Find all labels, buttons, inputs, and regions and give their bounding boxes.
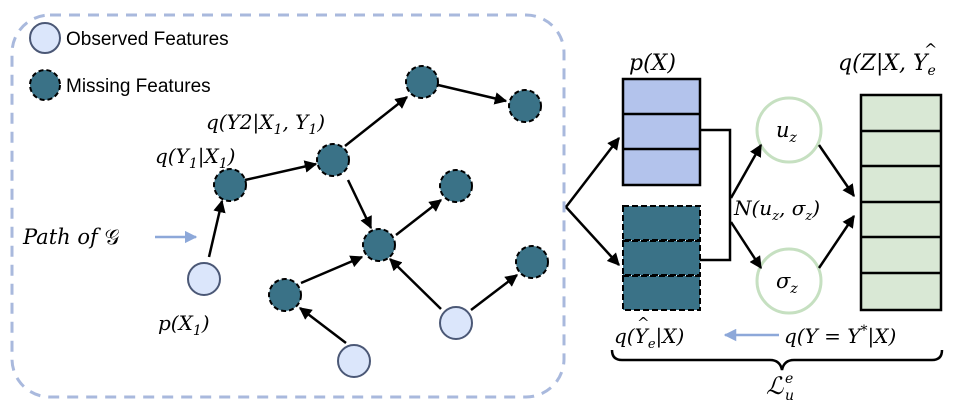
sigmaz-label: σz [776,269,798,297]
missing-node [439,169,473,203]
legend-observed-marker [29,22,61,54]
label-q-y1: q(Y1|X1) [155,144,235,172]
label-q-z-hat: ^ [924,40,937,59]
edge [244,160,318,182]
legend-missing-label: Missing Features [66,76,211,97]
edge [470,274,518,311]
edge [207,199,226,258]
missing-node [316,143,350,177]
legend: Observed Features Missing Features [29,22,229,101]
normal-label: N(uz, σz) [733,196,820,224]
edge [395,199,442,236]
px-stack [621,77,702,187]
gaussian-arrows [729,143,856,270]
loss-sub: u [785,388,794,404]
missing-node [268,278,302,312]
label-p-x: p(X) [629,51,676,76]
uz-label: uz [776,118,798,146]
loss-label: ℒ [766,372,784,400]
graph-nodes [187,65,549,378]
missing-node [362,228,396,262]
graph-edges [207,83,518,344]
ye-stack [622,205,701,311]
uz-node [755,96,823,164]
legend-missing-marker [29,69,61,101]
observed-node [187,262,221,296]
label-q-ye-hat: ^ [637,314,650,332]
stack-connector [700,128,732,262]
loss-sup: e [785,371,793,387]
edge [346,179,373,230]
qz-stack [859,93,943,312]
label-q-ye: q(Ye|X) [614,324,684,352]
edge [300,255,364,285]
edge [344,96,408,147]
label-q-y2: q(Y2|X1, Y1) [206,110,325,138]
missing-node [515,245,549,279]
observed-node [439,306,473,340]
label-path-of-g: Path of 𝒢 [22,225,119,249]
label-q-ystar: q(Y = Y*|X) [784,323,896,349]
loss-brace [610,349,944,371]
sigmaz-node [755,247,823,315]
edge [437,83,508,105]
missing-node [508,89,542,123]
label-p-x1: p(X1) [158,311,210,339]
graph-panel [10,13,566,399]
missing-node [405,65,439,99]
edge [389,258,442,310]
label-q-z: q(Z|X, Ye [838,51,936,79]
legend-observed-label: Observed Features [66,29,229,50]
split-arrows [565,137,620,266]
edge [299,307,347,344]
missing-node [213,168,247,202]
observed-node [337,344,371,378]
